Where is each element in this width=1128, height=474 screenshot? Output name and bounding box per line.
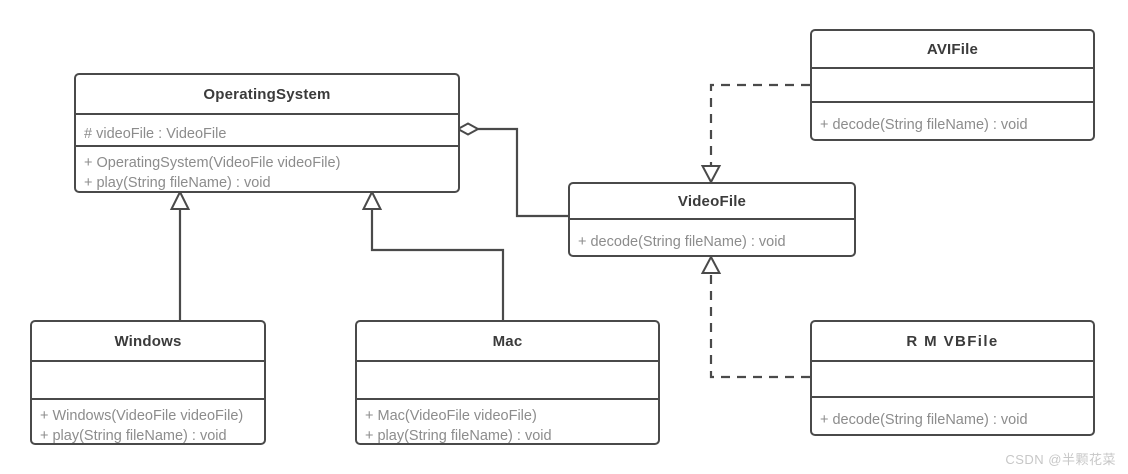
class-operation: + OperatingSystem(VideoFile videoFile) — [84, 155, 341, 171]
class-operation: + play(String fileName) : void — [84, 175, 271, 191]
edge-generalization-mac-os — [361, 189, 505, 320]
class-title-avi-file: AVIFile — [812, 31, 1093, 69]
edge-realization-avifile-videofile — [700, 83, 810, 185]
class-title-operating-system: OperatingSystem — [76, 75, 458, 115]
class-attribute: # videoFile : VideoFile — [84, 126, 227, 142]
class-box-mac[interactable]: Mac + Mac(VideoFile videoFile) + play(St… — [355, 320, 660, 445]
edge-aggregation-os-videofile — [455, 122, 568, 218]
class-box-video-file[interactable]: VideoFile + decode(String fileName) : vo… — [568, 182, 856, 257]
hollow-triangle-marker — [169, 189, 191, 210]
class-box-avi-file[interactable]: AVIFile + decode(String fileName) : void — [810, 29, 1095, 141]
class-attributes-operating-system: # videoFile : VideoFile — [76, 115, 458, 147]
class-operation: + Windows(VideoFile videoFile) — [40, 407, 244, 424]
class-attributes-mac — [357, 362, 658, 400]
class-operation: + Mac(VideoFile videoFile) — [365, 407, 537, 424]
edge-realization-rmvbfile-videofile — [700, 254, 810, 379]
class-operation: + decode(String fileName) : void — [820, 412, 1028, 428]
class-box-windows[interactable]: Windows + Windows(VideoFile videoFile) +… — [30, 320, 266, 445]
class-operations-mac: + Mac(VideoFile videoFile) + play(String… — [357, 400, 658, 444]
class-title-windows: Windows — [32, 322, 264, 362]
class-operation: + play(String fileName) : void — [365, 427, 552, 444]
class-operation: + decode(String fileName) : void — [578, 233, 786, 250]
class-attributes-windows — [32, 362, 264, 400]
class-operation: + play(String fileName) : void — [40, 427, 227, 444]
class-operations-avi-file: + decode(String fileName) : void — [812, 103, 1093, 139]
hollow-triangle-marker — [700, 165, 722, 185]
class-operation: + decode(String fileName) : void — [820, 117, 1028, 133]
class-box-rmvb-file[interactable]: R M VBFile + decode(String fileName) : v… — [810, 320, 1095, 436]
class-attributes-rmvb-file — [812, 362, 1093, 398]
class-attributes-avi-file — [812, 69, 1093, 103]
class-box-operating-system[interactable]: OperatingSystem # videoFile : VideoFile … — [74, 73, 460, 193]
watermark-text: CSDN @半颗花菜 — [1005, 452, 1116, 467]
class-operations-rmvb-file: + decode(String fileName) : void — [812, 398, 1093, 434]
class-operations-video-file: + decode(String fileName) : void — [570, 220, 854, 255]
hollow-triangle-marker — [700, 254, 722, 274]
hollow-triangle-marker — [361, 189, 383, 210]
class-title-rmvb-file: R M VBFile — [812, 322, 1093, 362]
class-operations-operating-system: + OperatingSystem(VideoFile videoFile) +… — [76, 147, 458, 191]
hollow-diamond-marker — [455, 122, 481, 136]
class-title-video-file: VideoFile — [570, 184, 854, 220]
edge-generalization-windows-os — [169, 189, 191, 320]
class-operations-windows: + Windows(VideoFile videoFile) + play(St… — [32, 400, 264, 444]
class-title-mac: Mac — [357, 322, 658, 362]
